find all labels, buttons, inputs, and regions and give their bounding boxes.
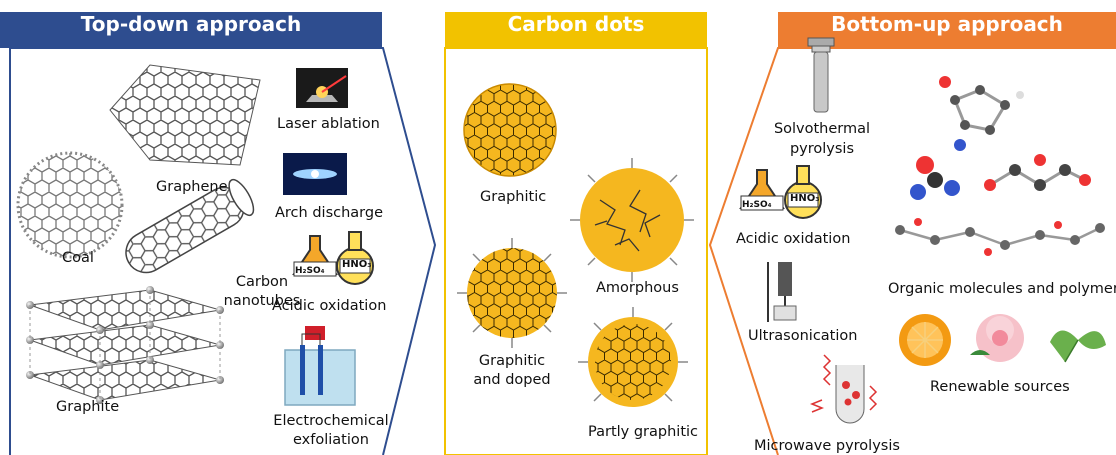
h2so4-label-topdown: H₂SO₄ bbox=[295, 266, 325, 276]
arch-discharge-icon bbox=[283, 153, 347, 195]
solvothermal-label-line2: pyrolysis bbox=[789, 141, 855, 157]
electrochemical-label-line2: exfoliation bbox=[293, 432, 369, 448]
ultrasonication-icon bbox=[767, 262, 797, 322]
nanotubes-label-line2: nanotubes bbox=[223, 293, 301, 309]
carbon-dots-title: Carbon dots bbox=[507, 12, 645, 36]
hno3-label-topdown: HNO₃ bbox=[342, 259, 372, 270]
renewable-sources-label: Renewable sources bbox=[930, 379, 1070, 395]
acidic-oxidation-flasks-topdown bbox=[292, 231, 374, 285]
dot-partly-graphitic-illustration bbox=[578, 307, 688, 407]
electrochemical-cell-icon bbox=[284, 326, 356, 406]
ultrasonication-label: Ultrasonication bbox=[748, 328, 858, 344]
ginkgo-leaf-illustration bbox=[1050, 330, 1106, 363]
organic-molecules-label: Organic molecules and polymers bbox=[888, 281, 1116, 297]
orange-illustration bbox=[899, 314, 951, 366]
graphitic-label: Graphitic bbox=[480, 189, 547, 205]
acidic-oxidation-flasks-bottomup bbox=[739, 165, 822, 219]
coal-label: Coal bbox=[62, 250, 94, 266]
top-down-title: Top-down approach bbox=[80, 12, 302, 36]
solvothermal-label-line1: Solvothermal bbox=[773, 121, 871, 137]
laser-ablation-icon bbox=[296, 68, 348, 108]
graphitic-doped-label-line2: and doped bbox=[473, 372, 551, 388]
acidic-oxidation-label-bottomup: Acidic oxidation bbox=[736, 231, 851, 247]
graphitic-doped-label-line1: Graphitic bbox=[478, 353, 546, 369]
flower-illustration bbox=[970, 314, 1024, 362]
top-down-frame bbox=[0, 12, 437, 455]
organic-molecules-illustration bbox=[895, 76, 1105, 256]
microwave-icon bbox=[809, 354, 878, 424]
hno3-label-bottomup: HNO₃ bbox=[790, 193, 820, 204]
nanotube-illustration bbox=[125, 178, 255, 274]
dot-graphitic-doped-illustration bbox=[457, 238, 567, 348]
h2so4-label-bottomup: H₂SO₄ bbox=[742, 200, 772, 210]
amorphous-label: Amorphous bbox=[596, 280, 679, 296]
arch-discharge-label: Arch discharge bbox=[275, 205, 383, 221]
partly-graphitic-label: Partly graphitic bbox=[588, 424, 699, 440]
bottom-up-title: Bottom-up approach bbox=[831, 12, 1063, 36]
carbon-dots-frame bbox=[444, 12, 708, 455]
coal-illustration bbox=[16, 151, 124, 259]
electrochemical-label-line1: Electrochemical bbox=[273, 413, 389, 429]
graphene-illustration bbox=[109, 64, 261, 166]
graphene-label: Graphene bbox=[156, 179, 228, 195]
acidic-oxidation-label-topdown: Acidic oxidation bbox=[272, 298, 387, 314]
nanotubes-label-line1: Carbon bbox=[235, 274, 289, 290]
dot-amorphous-illustration bbox=[570, 158, 694, 282]
graphite-illustration bbox=[26, 286, 224, 404]
autoclave-icon bbox=[807, 37, 835, 113]
microwave-pyrolysis-label: Microwave pyrolysis bbox=[754, 438, 900, 454]
dot-graphitic-illustration bbox=[463, 83, 557, 177]
graphite-label: Graphite bbox=[56, 399, 120, 415]
laser-ablation-label: Laser ablation bbox=[277, 116, 380, 132]
